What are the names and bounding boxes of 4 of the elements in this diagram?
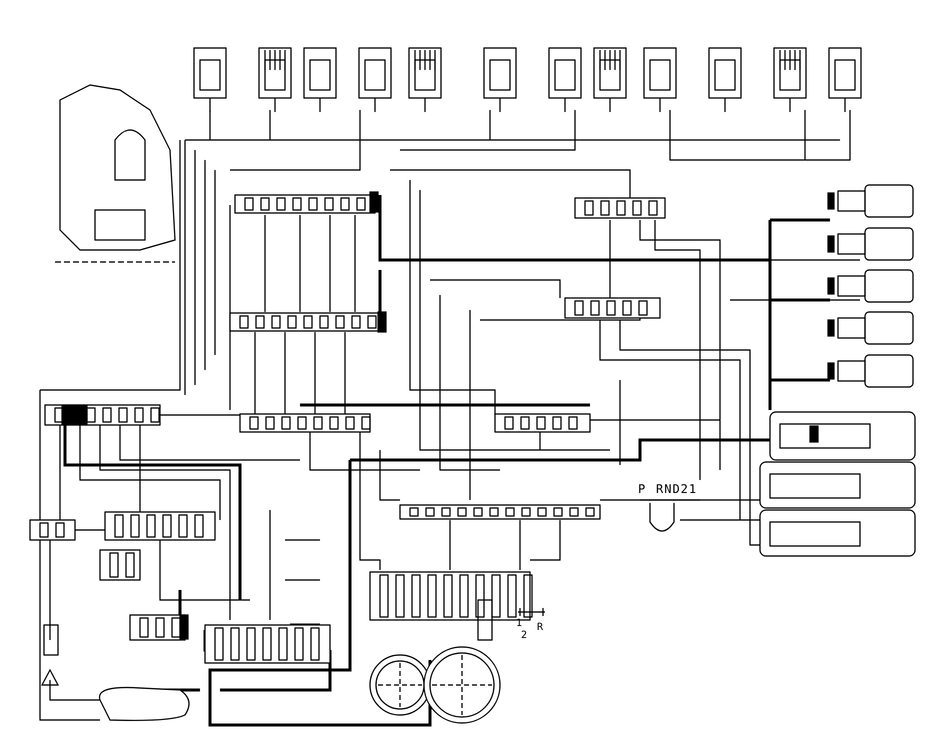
selector-position-label: 2 [521,630,528,642]
selector-position-label: RND21 [656,483,698,495]
selector-position-label: P [638,483,646,495]
selector-position-label: R [537,622,544,634]
